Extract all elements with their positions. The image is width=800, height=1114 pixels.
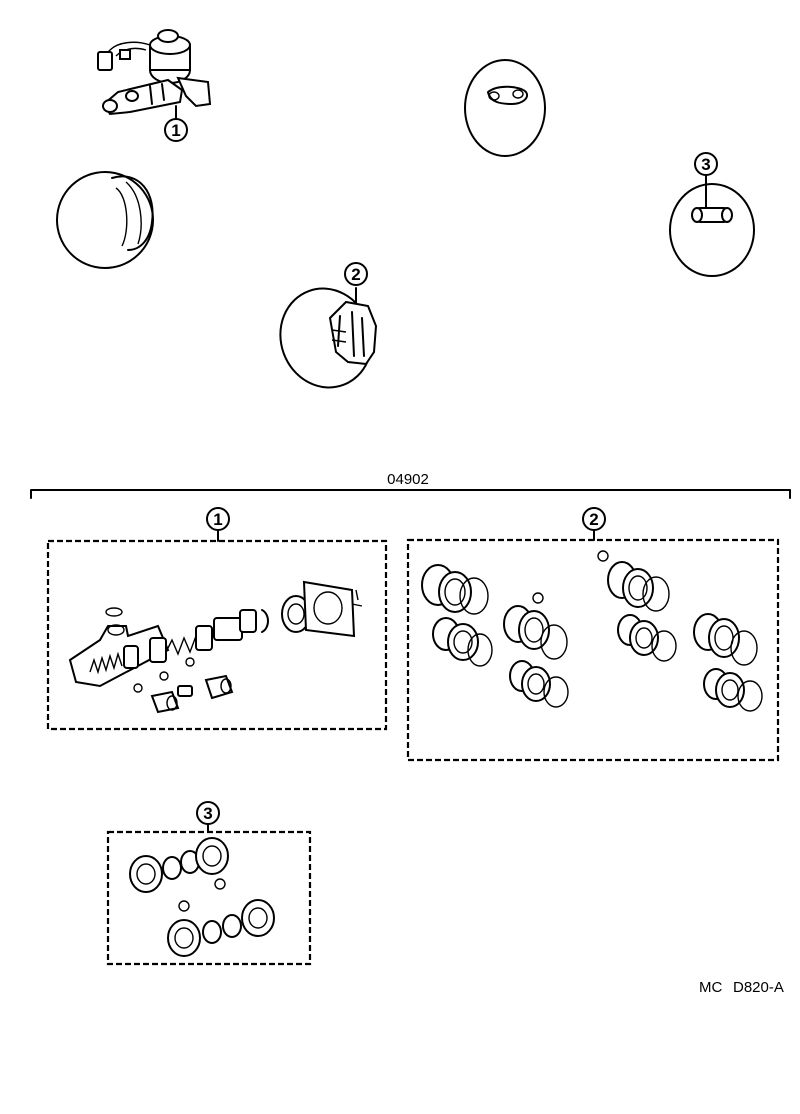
drawing-code-number: D820-A (733, 979, 784, 996)
kit-part-number[interactable]: 04902 (387, 471, 429, 488)
spare-tire-outline-icon (464, 59, 546, 157)
callout-number: 3 (701, 155, 710, 174)
master-cylinder-repair-kit-icon[interactable]: 1 (46, 507, 388, 731)
disc-brake-caliper-icon[interactable]: 2 (267, 262, 386, 400)
callout-number: 3 (203, 804, 212, 823)
drawing-code-prefix: MC (699, 979, 722, 996)
wheel-cylinder-kit-icon[interactable]: 3 (106, 801, 312, 966)
callout-number: 1 (171, 121, 180, 140)
brake-master-cylinder-icon[interactable]: 1 (97, 29, 212, 142)
rear-wheel-cylinder-icon[interactable]: 3 (669, 152, 755, 277)
caliper-seal-kit-icon[interactable]: 2 (406, 507, 780, 762)
callout-number: 2 (351, 265, 360, 284)
front-tire-outline-icon (56, 171, 154, 269)
callout-number: 1 (213, 510, 222, 529)
kit-part-number-bracket: 04902 (30, 471, 791, 499)
drawing-code: MC D820-A (699, 979, 784, 996)
callout-number: 2 (589, 510, 598, 529)
